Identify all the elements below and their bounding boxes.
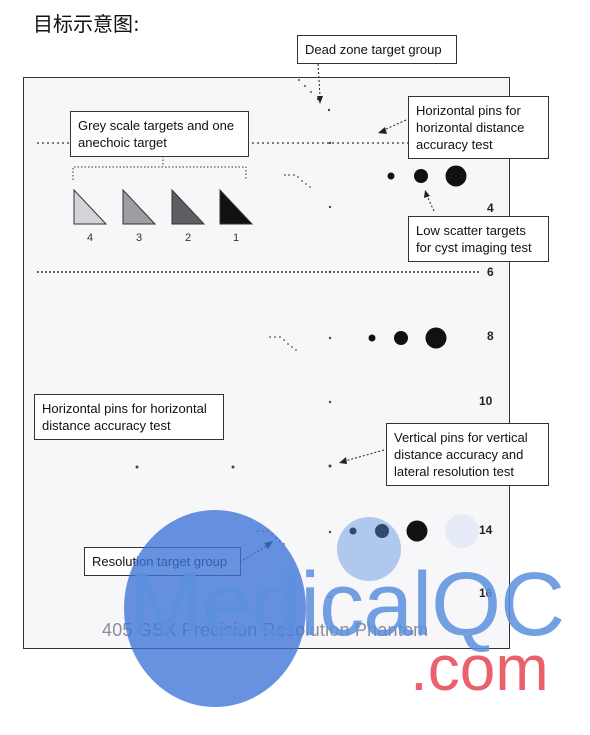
dead-zone-targets	[298, 79, 331, 112]
depth-label: 16	[479, 586, 493, 600]
grey-scale-targets	[73, 188, 254, 225]
callout-vertical-pins: Vertical pins for vertical distance accu…	[386, 423, 549, 486]
page-heading: 目标示意图:	[33, 12, 140, 36]
grey-scale-label: 2	[185, 232, 192, 244]
watermark-large-circle	[124, 510, 306, 707]
callout-leaders	[239, 63, 435, 563]
depth-label: 14	[479, 523, 493, 537]
callout-horizontal-pins-left: Horizontal pins for horizontal distance …	[34, 394, 224, 440]
horizontal-pins-lower	[135, 465, 235, 469]
resolution-targets	[257, 174, 311, 545]
watermark-brand: MedicalQC	[128, 555, 565, 655]
grey-scale-label: 4	[87, 232, 94, 244]
callout-dead-zone: Dead zone target group	[297, 35, 457, 64]
watermark-small-circle	[337, 517, 401, 581]
depth-label: 6	[487, 265, 494, 279]
cyst-targets-row-8	[368, 327, 447, 349]
depth-label: 10	[479, 394, 493, 408]
grey-scale-bracket	[72, 156, 247, 180]
grey-scale-label: 3	[136, 232, 143, 244]
vertical-pins	[328, 141, 332, 599]
callout-low-scatter: Low scatter targets for cyst imaging tes…	[408, 216, 549, 262]
callout-horizontal-pins-top: Horizontal pins for horizontal distance …	[408, 96, 549, 159]
watermark-domain: .com	[410, 632, 549, 704]
cyst-targets-row-4	[387, 165, 467, 187]
cyst-targets-row-14	[349, 514, 479, 548]
depth-label: 4	[487, 201, 494, 215]
callout-grey-scale: Grey scale targets and one anechoic targ…	[70, 111, 249, 157]
depth-label: 8	[487, 329, 494, 343]
grey-scale-label: 1	[233, 232, 240, 244]
